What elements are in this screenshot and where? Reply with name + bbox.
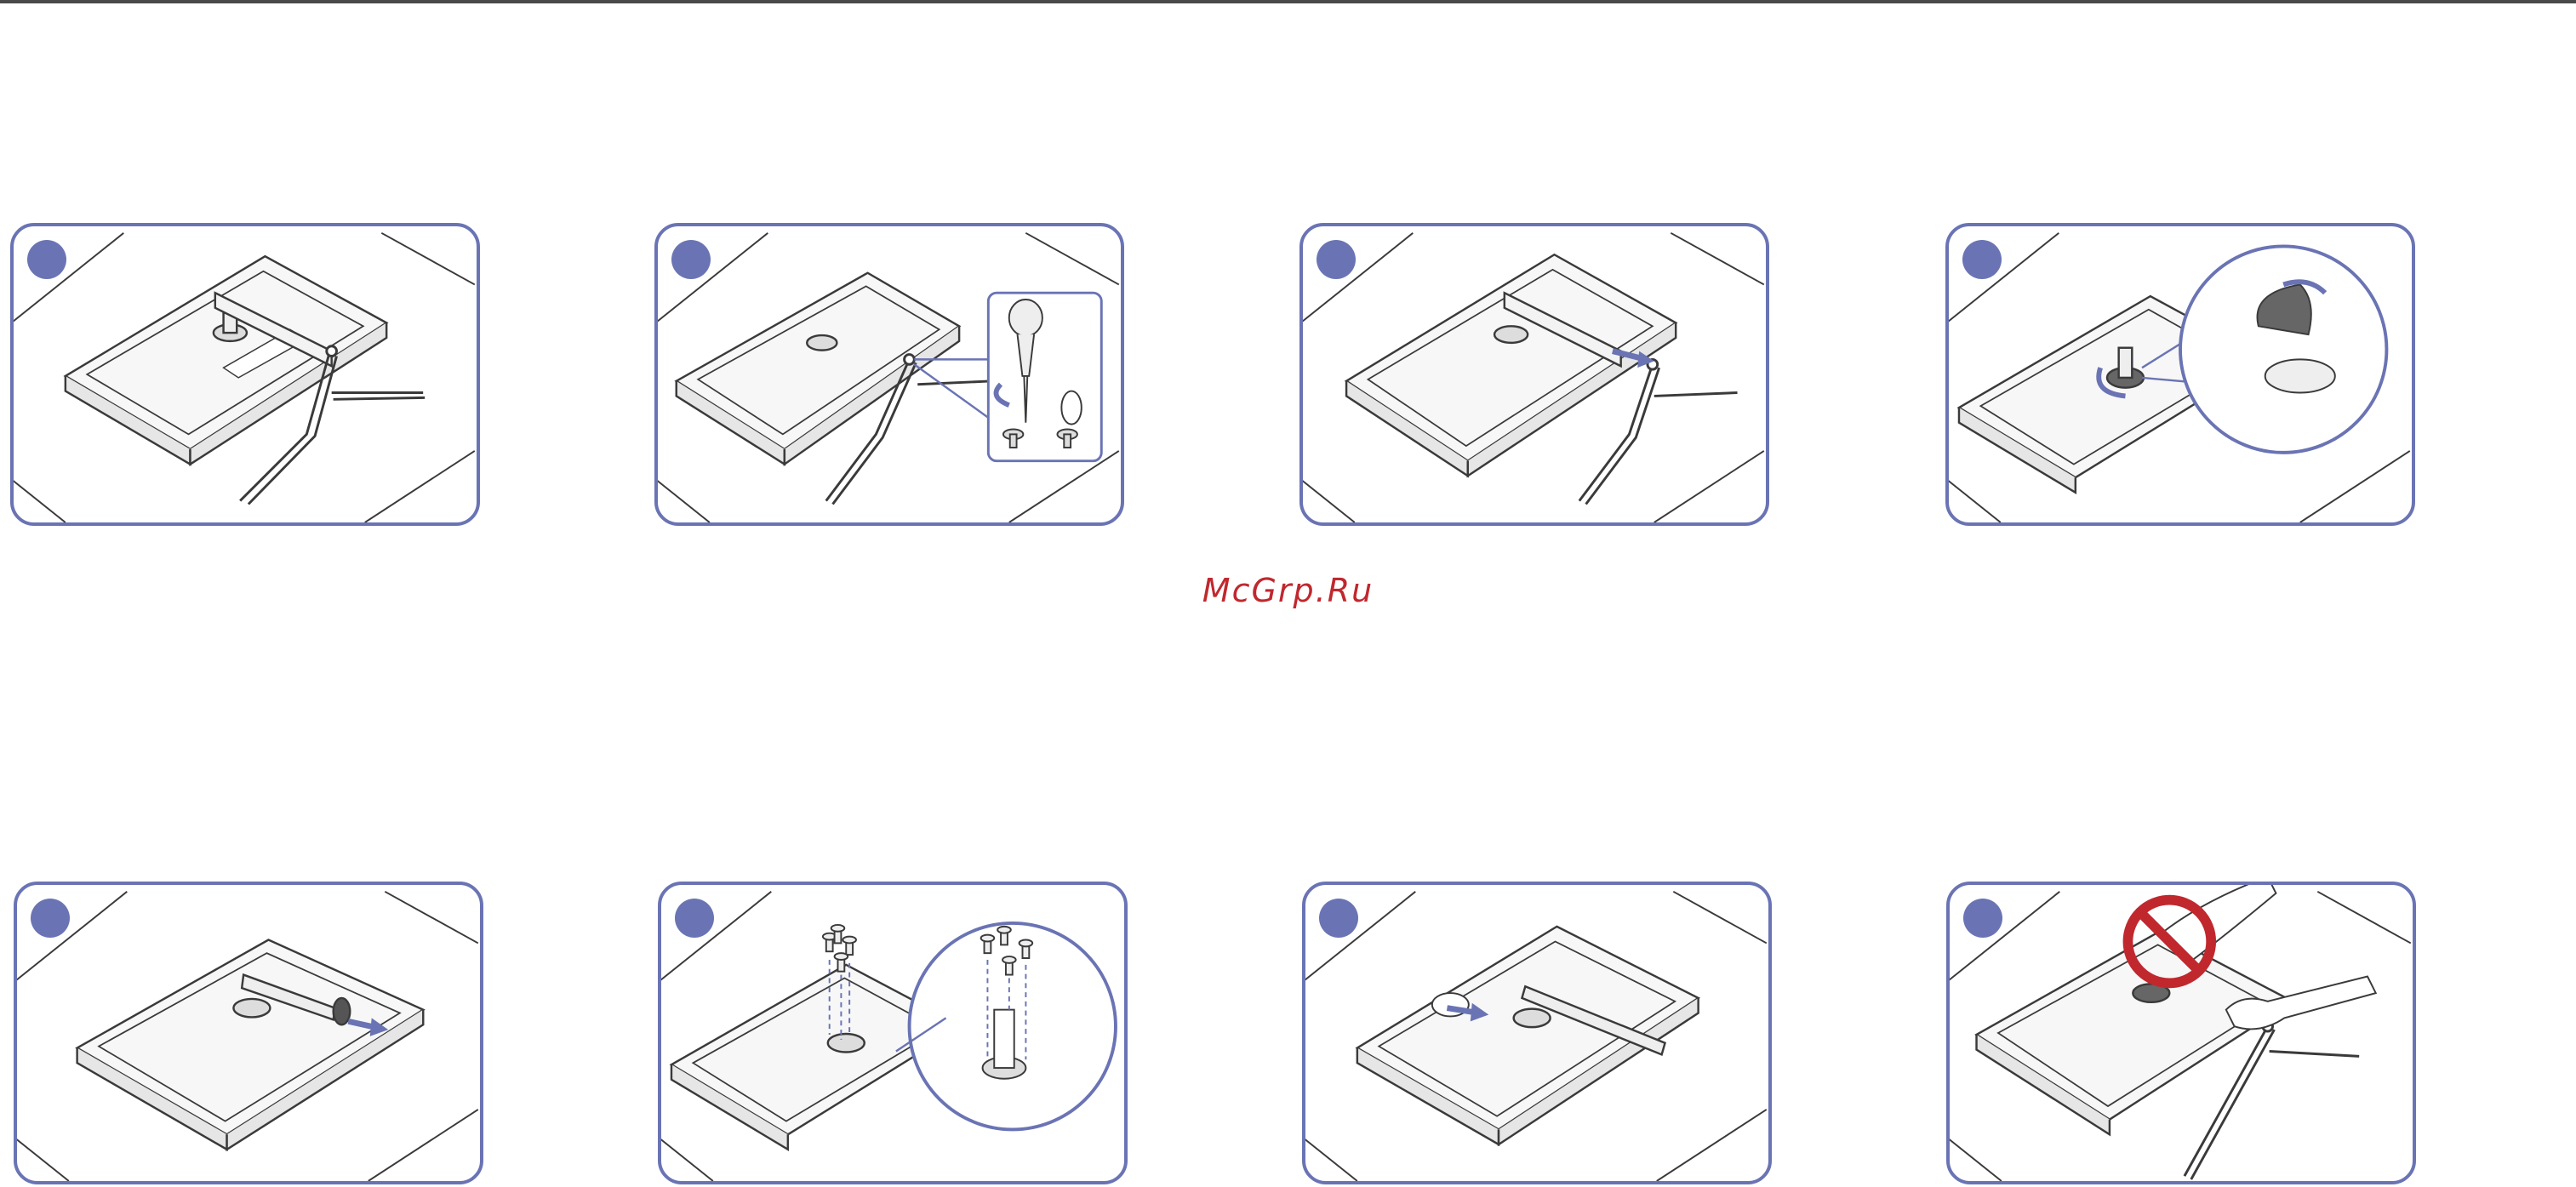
step-panel-7	[1302, 882, 1772, 1184]
step-7-illustration	[1305, 885, 1768, 1181]
step-3-illustration	[1303, 226, 1766, 522]
step-panel-3	[1299, 223, 1769, 526]
monitor-back-icon	[77, 940, 424, 1150]
monitor-back-icon	[66, 256, 386, 464]
step-4-illustration	[1949, 226, 2412, 522]
watermark-text: McGrp.Ru	[0, 572, 2576, 609]
magnifier-icon	[910, 923, 1116, 1129]
step-panel-8	[1946, 882, 2416, 1184]
step-panel-5	[14, 882, 483, 1184]
monitor-back-icon	[677, 273, 959, 465]
step-marker	[675, 899, 714, 938]
step-5-illustration	[17, 885, 480, 1181]
step-2-illustration	[658, 226, 1121, 522]
step-marker	[1963, 899, 2002, 938]
step-panel-1	[10, 223, 480, 526]
monitor-back-icon	[1346, 254, 1676, 476]
magnifier-icon	[2180, 246, 2386, 452]
step-8-illustration	[1950, 885, 2413, 1181]
step-panel-6	[658, 882, 1128, 1184]
top-rule	[0, 0, 2576, 3]
step-marker	[1962, 240, 2002, 279]
step-marker	[1317, 240, 1356, 279]
step-1-illustration	[14, 226, 477, 522]
step-marker	[31, 899, 70, 938]
step-panel-4	[1945, 223, 2415, 526]
step-marker	[671, 240, 711, 279]
screw-icon	[823, 925, 856, 972]
step-marker	[27, 240, 66, 279]
step-6-illustration	[661, 885, 1124, 1181]
step-marker	[1319, 899, 1358, 938]
step-panel-2	[654, 223, 1124, 526]
